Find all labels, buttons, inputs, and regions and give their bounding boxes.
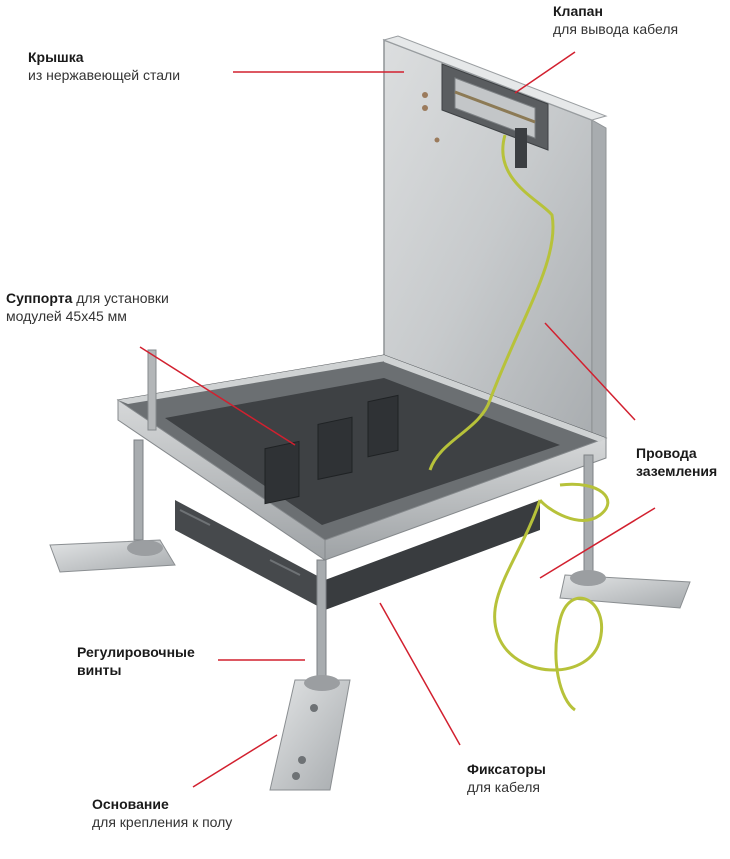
callout-ground-wires-line1: Провода	[636, 445, 697, 461]
leader-lines	[139, 51, 656, 788]
cable-flap	[441, 63, 549, 168]
frame-tray	[116, 354, 608, 561]
callout-lid-title: Крышка	[28, 49, 84, 65]
callout-adjust-screws-line2: винты	[77, 662, 122, 678]
callout-adjust-screws-line1: Регулировочные	[77, 644, 195, 660]
leader-line-base	[192, 734, 278, 788]
leader-line-ground-wires-lower	[539, 507, 656, 579]
module-supports	[175, 394, 540, 610]
leader-line-supports	[139, 346, 296, 446]
callout-lid-subtitle: из нержавеющей стали	[28, 67, 181, 83]
callout-supports: Суппорта для установки модулей 45х45 мм	[6, 289, 169, 325]
ground-wires	[428, 134, 610, 712]
callout-adjust-screws: Регулировочные винты	[77, 643, 195, 679]
callout-base: Основание для крепления к полу	[92, 795, 232, 831]
callout-ground-wires-line2: заземления	[636, 463, 718, 479]
leader-line-cable-fixers	[379, 602, 461, 746]
callout-flap: Клапан для вывода кабеля	[553, 2, 678, 38]
callout-ground-wires: Провода заземления	[636, 444, 717, 480]
callout-flap-title: Клапан	[553, 3, 603, 19]
callout-base-title: Основание	[92, 796, 169, 812]
leader-line-flap	[514, 51, 576, 94]
callout-supports-title: Суппорта	[6, 290, 73, 306]
callout-cable-fixers-subtitle: для кабеля	[467, 779, 540, 795]
callout-supports-title-suffix: для установки	[76, 290, 169, 306]
callout-flap-subtitle: для вывода кабеля	[553, 21, 679, 37]
feet	[49, 539, 691, 791]
callout-cable-fixers-title: Фиксаторы	[467, 761, 546, 777]
callout-supports-subtitle: модулей 45х45 мм	[6, 308, 127, 324]
callout-cable-fixers: Фиксаторы для кабеля	[467, 760, 546, 796]
callout-base-subtitle: для крепления к полу	[92, 814, 233, 830]
callout-lid: Крышка из нержавеющей стали	[28, 48, 180, 84]
leader-line-ground-wires-upper	[544, 322, 636, 421]
